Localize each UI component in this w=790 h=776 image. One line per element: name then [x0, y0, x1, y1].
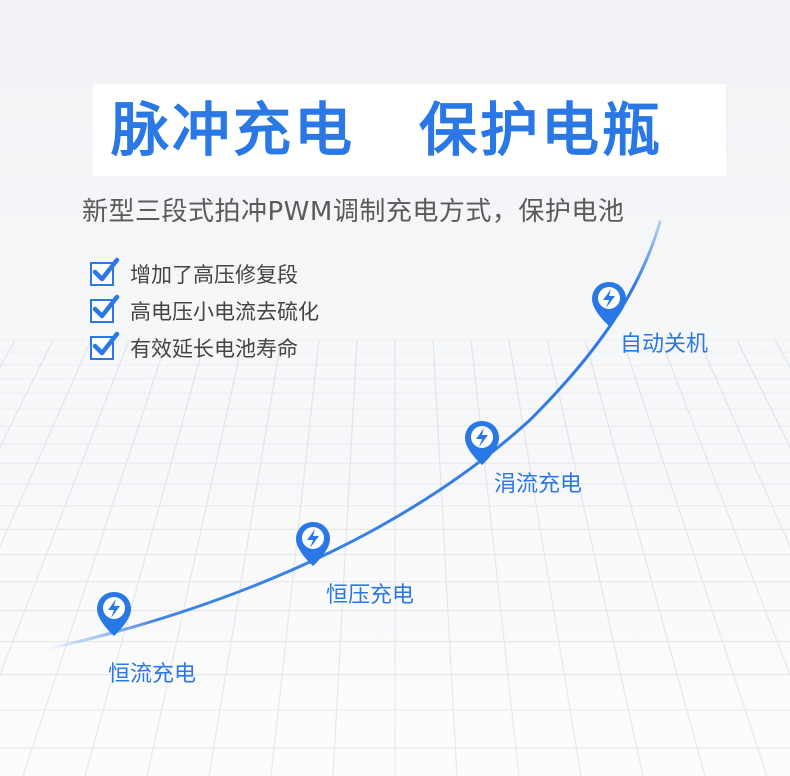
- title-left: 脉冲充电: [111, 96, 356, 164]
- list-item: 增加了高压修复段: [90, 255, 319, 292]
- title-banner: 脉冲充电保护电瓶: [93, 84, 726, 176]
- list-item: 高电压小电流去硫化: [90, 292, 319, 329]
- page-title: 脉冲充电保护电瓶: [111, 101, 663, 159]
- list-item: 有效延长电池寿命: [90, 329, 319, 366]
- feature-text: 有效延长电池寿命: [130, 336, 298, 361]
- check-icon: [90, 294, 120, 323]
- lightning-pin-icon: [95, 590, 133, 638]
- stage-label: 恒压充电: [326, 583, 415, 608]
- subtitle: 新型三段式拍冲PWM调制充电方式，保护电池: [82, 197, 625, 227]
- feature-text: 高电压小电流去硫化: [130, 299, 319, 324]
- title-right: 保护电瓶: [419, 96, 664, 164]
- lightning-pin-icon: [463, 419, 501, 467]
- check-icon: [90, 257, 120, 286]
- lightning-pin-icon: [294, 520, 332, 568]
- lightning-pin-icon: [590, 280, 628, 328]
- feature-text: 增加了高压修复段: [130, 262, 298, 287]
- stage-label: 恒流充电: [108, 662, 197, 687]
- feature-list: 增加了高压修复段 高电压小电流去硫化 有效延长电池寿命: [90, 255, 319, 366]
- stage-label: 自动关机: [620, 332, 709, 357]
- stage-label: 涓流充电: [494, 472, 583, 497]
- check-icon: [90, 331, 120, 360]
